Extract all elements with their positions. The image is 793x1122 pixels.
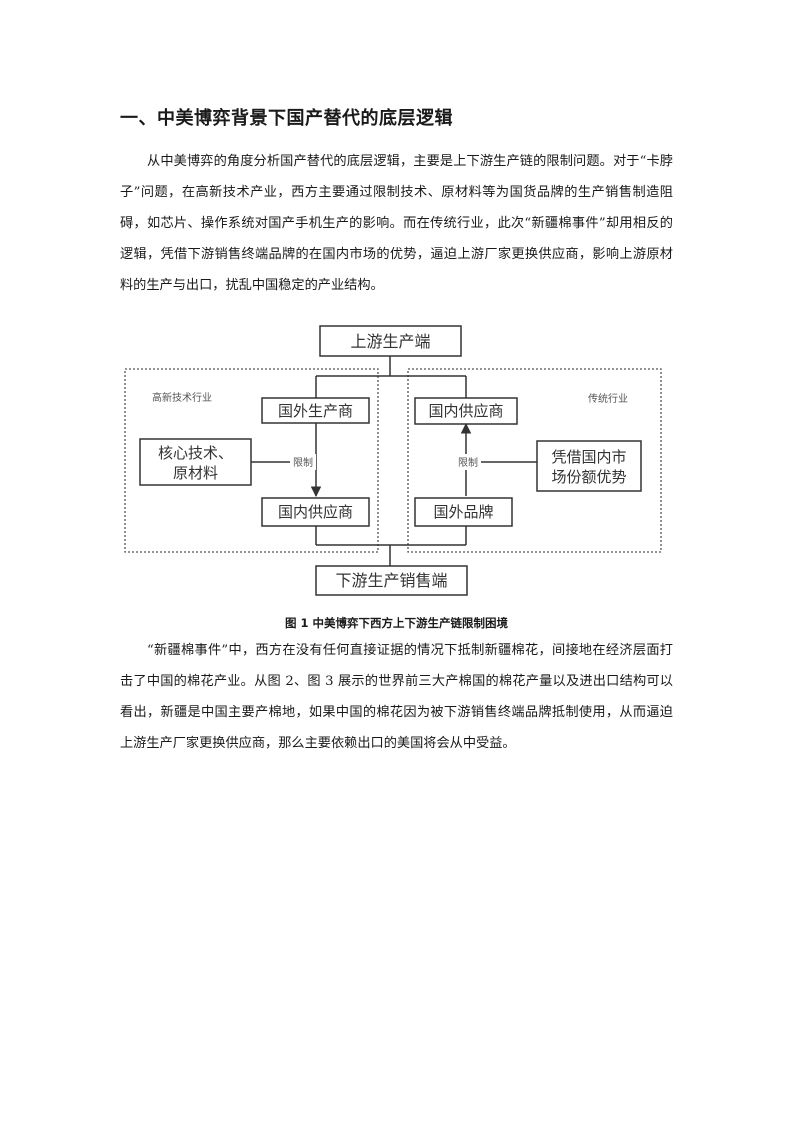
left-group-frame: [124, 368, 379, 553]
downstream-label: 下游生产销售端: [335, 571, 447, 590]
domestic-supplier-right-label: 国内供应商: [428, 402, 503, 420]
market-advantage-label-line1: 凭借国内市: [551, 448, 626, 466]
intro-paragraph: 从中美博弈的角度分析国产替代的底层逻辑，主要是上下游生产链的限制问题。对于“卡脖…: [120, 154, 673, 293]
domestic-supplier-right-box: [414, 397, 518, 425]
left-restrict-label: 限制: [293, 456, 313, 469]
foreign-producer-box: [261, 397, 370, 424]
downstream-connectors: [315, 526, 467, 566]
core-tech-label-line1: 核心技术、: [158, 444, 233, 462]
core-tech-label-line2: 原材料: [173, 464, 218, 482]
downstream-box: [315, 565, 468, 596]
cotton-paragraph: “新疆棉事件”中，西方在没有任何直接证据的情况下抵制新疆棉花，间接地在经济层面打…: [120, 643, 673, 751]
upstream-connectors: [315, 355, 467, 398]
domestic-supplier-left-label: 国内供应商: [278, 503, 353, 521]
core-tech-box: [139, 438, 252, 486]
market-advantage-label-line2: 场份额优势: [551, 468, 626, 486]
domestic-supplier-left-box: [261, 497, 370, 527]
market-advantage-box: [536, 440, 642, 492]
right-restrict-label: 限制: [458, 456, 478, 469]
foreign-brand-box: [414, 497, 513, 527]
upstream-box: [319, 325, 462, 357]
left-group-label: 高新技术行业: [152, 391, 212, 404]
foreign-brand-label: 国外品牌: [433, 503, 493, 521]
figure-caption: 图 1 中美博弈下西方上下游生产链限制困境: [284, 616, 508, 630]
section-heading: 一、中美博弈背景下国产替代的底层逻辑: [120, 108, 453, 129]
foreign-producer-label: 国外生产商: [278, 402, 353, 420]
upstream-label: 上游生产端: [350, 332, 430, 351]
right-group-frame: [407, 368, 662, 553]
right-group-label: 传统行业: [588, 392, 628, 405]
